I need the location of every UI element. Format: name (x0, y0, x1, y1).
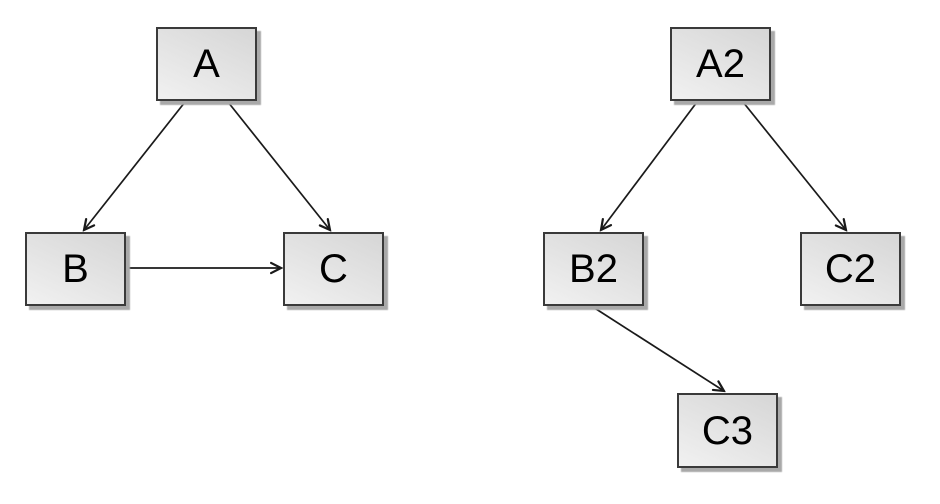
node-label-B2: B2 (569, 247, 618, 291)
node-C2[interactable]: C2 (800, 232, 901, 306)
node-label-A: A (193, 42, 220, 86)
node-B[interactable]: B (25, 232, 126, 306)
edge-A-B (84, 101, 186, 230)
node-label-C: C (319, 247, 348, 291)
edge-A2-C2 (742, 101, 846, 230)
node-label-C3: C3 (701, 408, 754, 453)
edge-A-C (227, 101, 330, 230)
edge-A2-B2 (601, 101, 698, 230)
node-A[interactable]: A (156, 27, 257, 101)
node-C3[interactable]: C3 (677, 393, 778, 468)
node-A2[interactable]: A2 (670, 27, 771, 101)
node-label-B: B (62, 247, 89, 291)
edge-B2-C3 (592, 306, 724, 391)
node-B2[interactable]: B2 (543, 232, 644, 306)
node-label-C2: C2 (824, 247, 877, 291)
node-label-A2: A2 (696, 42, 745, 86)
node-C[interactable]: C (283, 232, 384, 306)
